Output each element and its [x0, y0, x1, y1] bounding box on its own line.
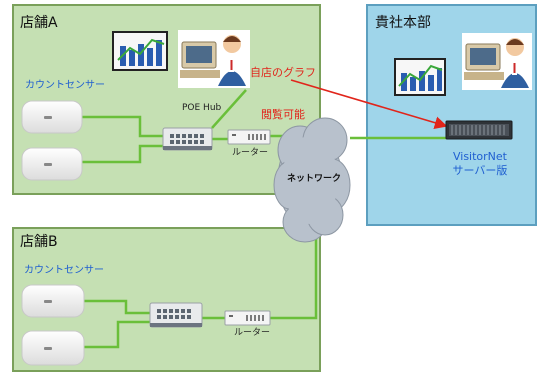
router-b-label: ルーター [234, 328, 271, 338]
link-sensor-1-hub [80, 115, 163, 138]
headquarters-title: 貴社本部 [375, 15, 431, 31]
router-a-label: ルーター [232, 148, 269, 158]
router-b [224, 310, 271, 326]
link-sensor-2-hub [80, 144, 163, 164]
store-a-title: 店舗A [20, 15, 58, 31]
network-label: ネットワーク [287, 174, 342, 184]
link-router-b-cloud [270, 215, 318, 320]
server-name: VisitorNet [452, 150, 507, 163]
server-label: VisitorNet サーバー版 [450, 150, 510, 178]
store-b-count-sensor-label: カウントセンサー [24, 265, 104, 276]
link-b-sensor-2-hub [84, 320, 150, 349]
chart-board-icon-hq [394, 58, 446, 96]
chart-board-icon-a [112, 31, 168, 71]
pc-user-icon-a [178, 30, 250, 88]
router-a [227, 129, 271, 145]
poe-hub-label: POE Hub [182, 103, 222, 113]
note-line-1: 自店のグラフ [250, 66, 316, 79]
own-store-graph-note: 自店のグラフ 閲覧可能 [250, 38, 316, 136]
store-a-count-sensor-label: カウントセンサー [25, 80, 105, 91]
link-hub-pc [211, 89, 247, 129]
store-b-title: 店舗B [20, 234, 58, 250]
link-b-sensor-1-hub [84, 299, 150, 315]
store-b-links [84, 215, 318, 349]
view-arrow [290, 79, 448, 129]
count-sensor-b1 [21, 284, 85, 318]
visitornet-server [445, 120, 513, 140]
server-edition: サーバー版 [452, 164, 508, 177]
note-line-2: 閲覧可能 [261, 108, 305, 121]
pc-user-icon-hq [462, 33, 532, 90]
poe-hub-a [162, 127, 213, 151]
count-sensor-a2 [21, 147, 83, 181]
count-sensor-a1 [21, 100, 83, 134]
poe-hub-b [149, 302, 203, 328]
count-sensor-b2 [21, 330, 85, 366]
